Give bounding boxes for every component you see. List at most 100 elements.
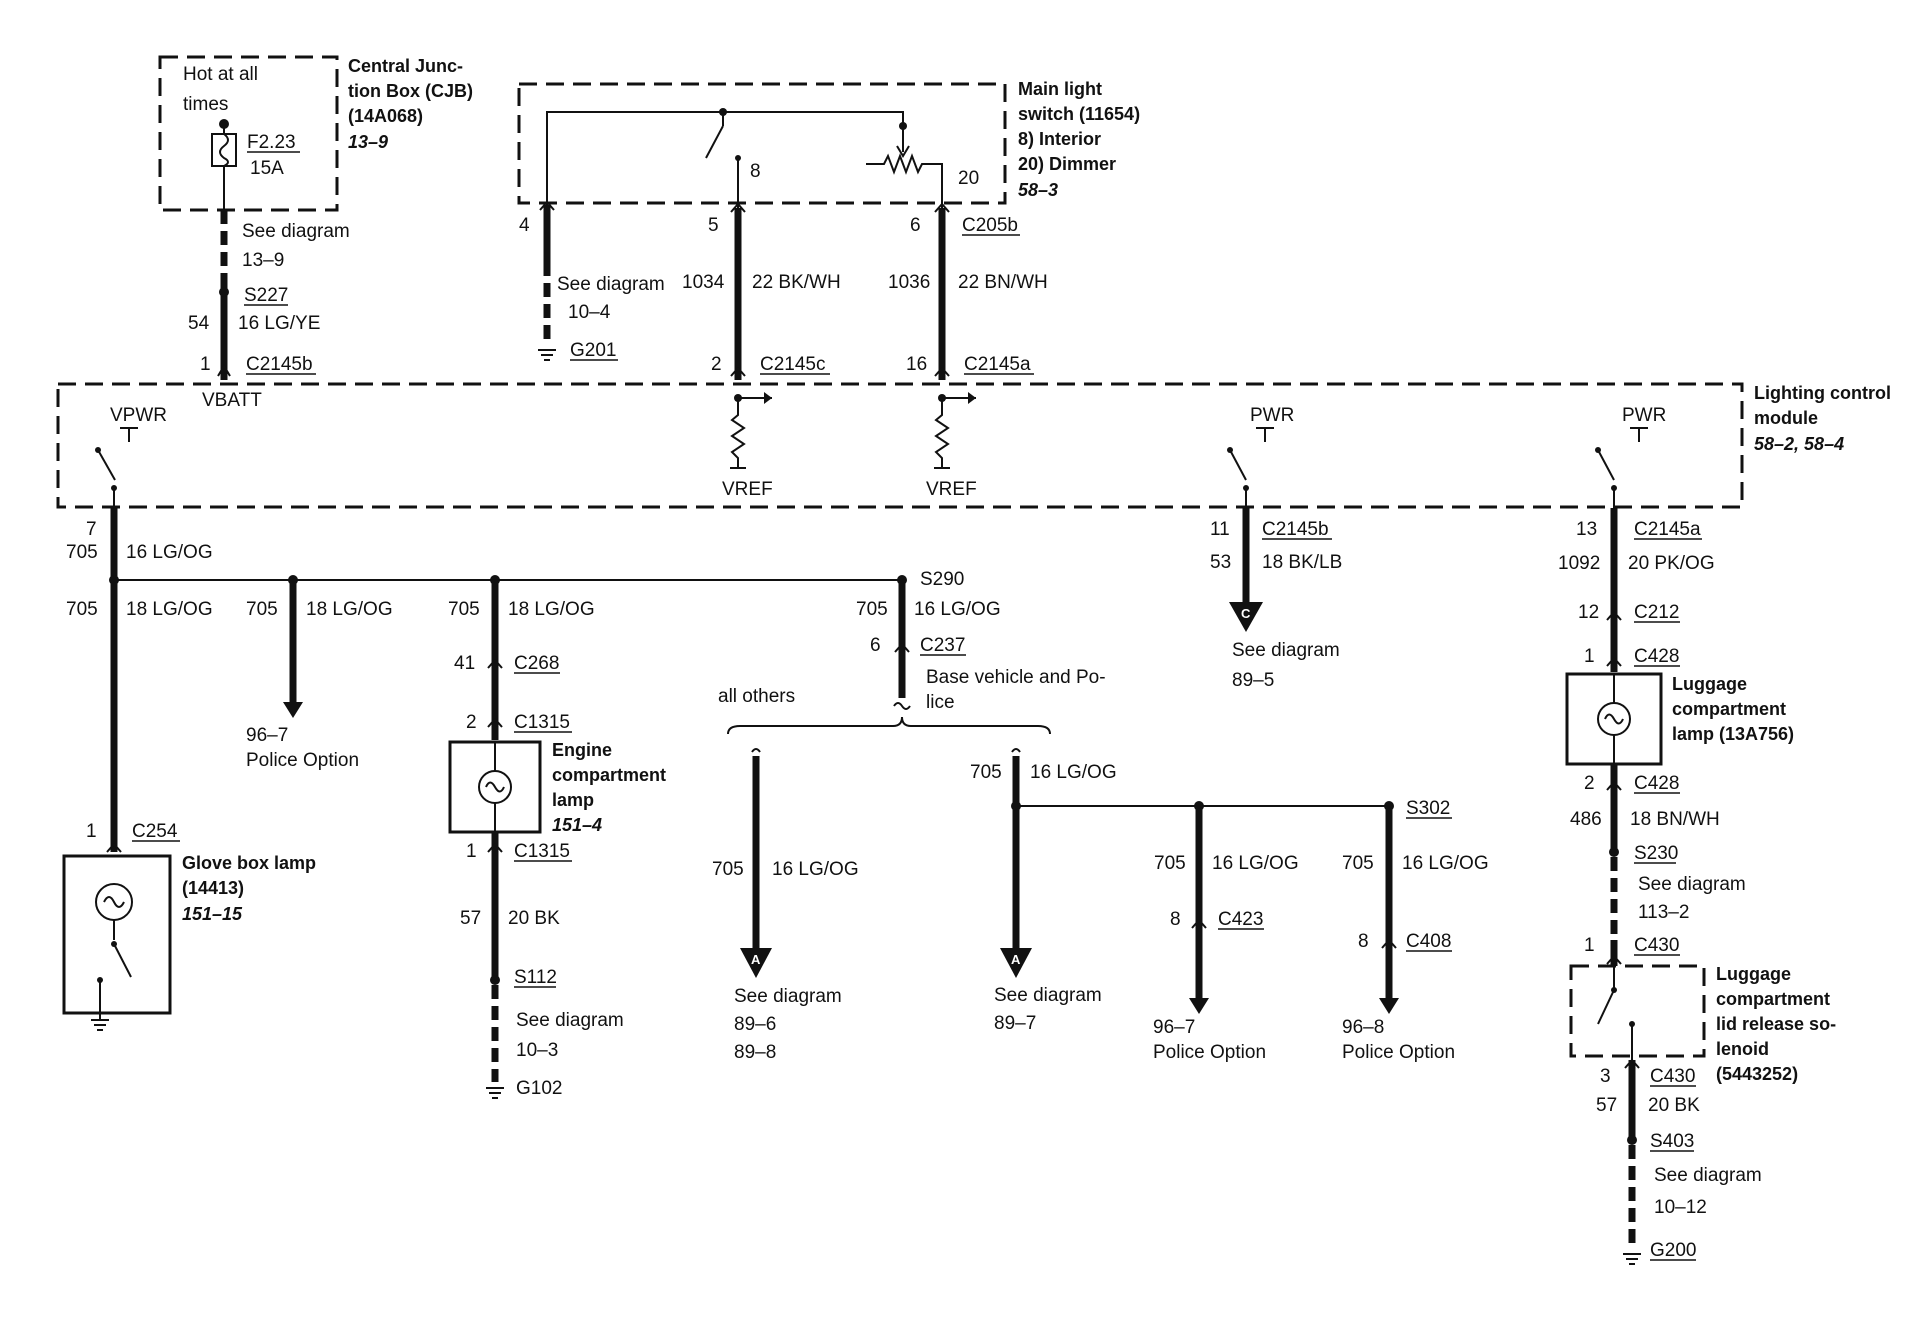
svg-text:lid release so-: lid release so-: [1716, 1014, 1836, 1034]
svg-text:1: 1: [86, 821, 97, 842]
connector-c205b: C205b: [962, 215, 1018, 236]
splice-s230: S230: [1634, 843, 1678, 864]
svg-text:7: 7: [86, 519, 97, 540]
switch-ground-circuit: 4 See diagram 10–4 G201: [519, 200, 665, 361]
ground-g200: G200: [1650, 1240, 1696, 1261]
fuse-label: F2.23: [247, 132, 296, 153]
svg-text:705: 705: [712, 859, 744, 880]
svg-text:41: 41: [454, 653, 475, 674]
circuit-54: 54: [188, 313, 210, 334]
wire-gauge-b: 16 LG/OG: [1030, 762, 1117, 783]
svg-text:(5443252): (5443252): [1716, 1064, 1798, 1084]
ground-icon-g201: [538, 349, 556, 361]
arrow-a-icon: [740, 948, 772, 978]
svg-text:10–12: 10–12: [1654, 1197, 1707, 1218]
engine-compartment-branch: 705 18 LG/OG 41 C268 2 C1315 Engine comp…: [448, 580, 666, 1099]
connector-c2145c: C2145c: [760, 354, 826, 375]
svg-text:compartment: compartment: [1672, 699, 1786, 719]
wire-gauge-705: 16 LG/OG: [126, 542, 213, 563]
svg-text:6: 6: [870, 635, 881, 656]
engine-lamp-title: Engine: [552, 740, 612, 760]
svg-text:89–8: 89–8: [734, 1042, 776, 1063]
wire-gauge-glove: 18 LG/OG: [126, 599, 213, 620]
splice-s290: S290: [920, 569, 964, 590]
ground-icon-g102: [486, 1087, 504, 1099]
svg-text:2: 2: [1584, 773, 1595, 794]
police-option-branch-1: 705 18 LG/OG 96–7 Police Option: [246, 580, 393, 771]
svg-text:module: module: [1754, 408, 1818, 428]
svg-text:2: 2: [711, 354, 722, 375]
svg-text:705: 705: [246, 599, 278, 620]
svg-text:A: A: [751, 952, 761, 967]
glove-box-switch-icon: [113, 943, 132, 978]
cjb-hot-label-2: times: [183, 94, 228, 115]
svg-text:20) Dimmer: 20) Dimmer: [1018, 154, 1116, 174]
svg-text:8: 8: [1170, 909, 1181, 930]
central-junction-box: Hot at all times F2.23 15A Central Junc-…: [158, 55, 473, 212]
connector-c428-bottom: C428: [1634, 773, 1679, 794]
svg-text:89–6: 89–6: [734, 1014, 776, 1035]
ground-g201: G201: [570, 340, 616, 361]
svg-text:89–7: 89–7: [994, 1013, 1036, 1034]
svg-text:705: 705: [1342, 853, 1374, 874]
pwr-switch-2-icon: [1597, 449, 1615, 481]
pwr-label-2: PWR: [1622, 405, 1666, 426]
svg-text:8) Interior: 8) Interior: [1018, 129, 1101, 149]
main-light-switch: 8 20 Main light switch (11654) 8) Interi…: [517, 79, 1140, 208]
base-vehicle-label: Base vehicle and Po-: [926, 667, 1106, 688]
all-others-label: all others: [718, 686, 795, 707]
vref-label-1: VREF: [722, 479, 773, 500]
arrow-down-icon-c408: [1379, 998, 1399, 1014]
wire-gauge-57-luggage: 20 BK: [1648, 1095, 1700, 1116]
pwr-switch-1-icon: [1229, 449, 1247, 481]
fuse-icon: [211, 133, 237, 167]
connector-c268: C268: [514, 653, 559, 674]
svg-text:5: 5: [708, 215, 719, 236]
svg-text:(14413): (14413): [182, 878, 244, 898]
splice-s403: S403: [1650, 1131, 1694, 1152]
lcm-ref: 58–2, 58–4: [1754, 434, 1844, 454]
svg-text:16: 16: [906, 354, 927, 375]
wire-gauge-486: 18 BN/WH: [1630, 809, 1720, 830]
svg-text:705: 705: [970, 762, 1002, 783]
luggage-lamp-title: Luggage: [1672, 674, 1747, 694]
lighting-control-module: Lighting control module 58–2, 58–4 VPWR …: [56, 382, 1891, 509]
connector-c1315-top: C1315: [514, 712, 570, 733]
circuit-1092: 1092: [1558, 553, 1600, 574]
option-brace-icon: [727, 716, 1051, 735]
svg-text:1: 1: [1584, 935, 1595, 956]
circuit-705-main: 7 705 16 LG/OG S290: [66, 508, 964, 590]
wire-gauge-1036: 22 BN/WH: [958, 272, 1048, 293]
connector-c2145b-bottom: C2145b: [1262, 519, 1329, 540]
engine-lamp-ref: 151–4: [552, 815, 602, 835]
switch-ref: 58–3: [1018, 180, 1058, 200]
svg-text:6: 6: [910, 215, 921, 236]
wire-gauge-54: 16 LG/YE: [238, 313, 320, 334]
wire-gauge-police-1: 18 LG/OG: [306, 599, 393, 620]
branch-a-see-diagram: See diagram: [734, 986, 842, 1007]
vbatt-label: VBATT: [202, 390, 262, 411]
svg-text:4: 4: [519, 215, 530, 236]
connector-c237: C237: [920, 635, 965, 656]
interior-switch-icon: [705, 125, 724, 159]
connector-c2145a-bottom: C2145a: [1634, 519, 1701, 540]
circuit-57-luggage: 57: [1596, 1095, 1617, 1116]
wire-gauge-1092: 20 PK/OG: [1628, 553, 1715, 574]
svg-text:89–5: 89–5: [1232, 670, 1274, 691]
svg-text:C: C: [1241, 606, 1251, 621]
svg-text:1: 1: [1584, 646, 1595, 667]
solenoid-switch-icon: [1597, 989, 1615, 1025]
svg-text:13: 13: [1576, 519, 1597, 540]
circuit-1034: 1034: [682, 272, 725, 293]
svg-text:compartment: compartment: [552, 765, 666, 785]
svg-text:705: 705: [66, 599, 98, 620]
splice-s112: S112: [514, 967, 557, 988]
police-option-branch-c408: 705 16 LG/OG 8 C408 96–8 Police Option: [1342, 806, 1489, 1063]
circuit-53-branch: 11 C2145b 53 18 BK/LB C See diagram 89–5: [1210, 508, 1342, 691]
glove-box-branch: 705 18 LG/OG 1 C254 Glove box lamp (1441…: [62, 580, 316, 1031]
svg-text:113–2: 113–2: [1638, 902, 1689, 923]
vref-label-2: VREF: [926, 479, 977, 500]
c-branch-see-diagram: See diagram: [1232, 640, 1340, 661]
police-option-label-c408: Police Option: [1342, 1042, 1455, 1063]
